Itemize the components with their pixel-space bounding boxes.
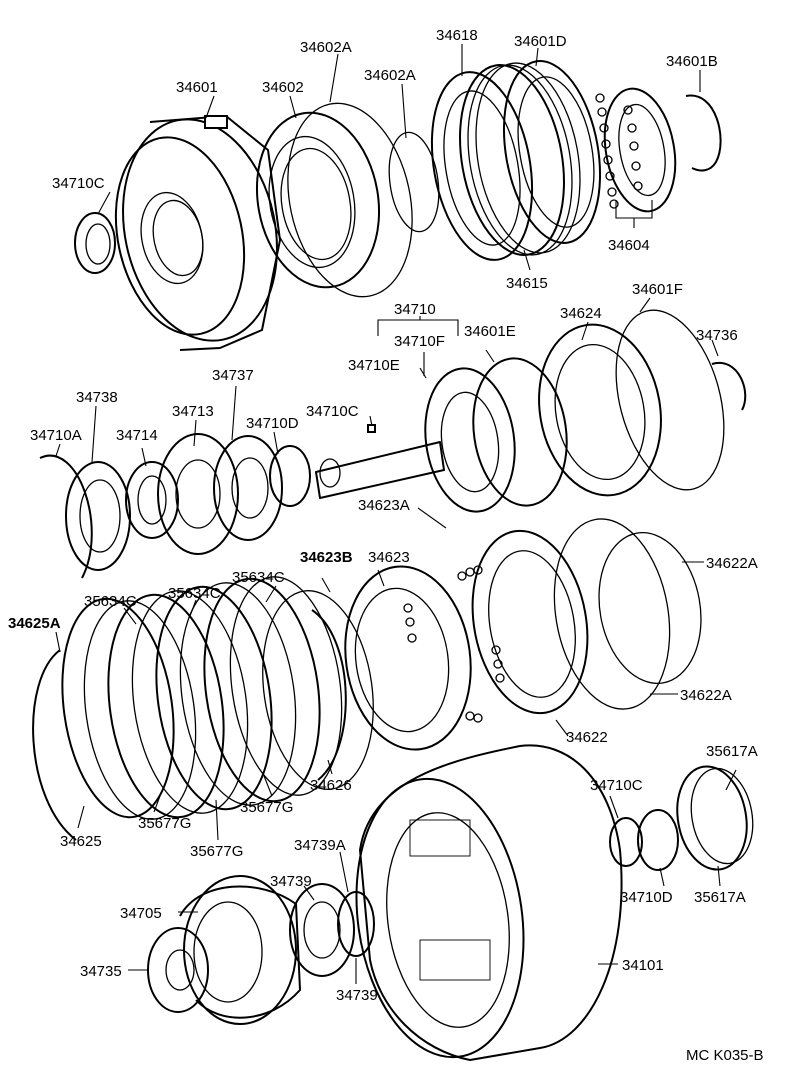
part-34710d-bearing <box>269 445 311 507</box>
part-34626-plate <box>262 590 374 790</box>
part-34710c-seal-case <box>609 817 643 867</box>
part-34623-piston <box>344 565 472 751</box>
label-34710c-lower: 34710C <box>590 777 643 794</box>
label-34737: 34737 <box>212 367 254 384</box>
part-34602a-oring-outer <box>287 102 413 298</box>
part-34736-clip <box>711 361 747 411</box>
label-34101: 34101 <box>622 957 664 974</box>
part-34601f-ring <box>615 309 725 491</box>
label-34710f: 34710F <box>394 333 445 350</box>
part-34622a-oring-inner <box>553 518 671 710</box>
part-34101-transmission-case <box>355 744 623 1061</box>
part-34604-spring-retainer <box>595 87 677 213</box>
label-34710d-mid: 34710D <box>246 415 299 432</box>
label-34713: 34713 <box>172 403 214 420</box>
part-34602-piston <box>255 111 381 289</box>
label-34601b: 34601B <box>666 53 718 70</box>
part-35617a-ring-outer <box>676 765 748 871</box>
part-34735-washer <box>147 927 209 1013</box>
label-34622: 34622 <box>566 729 608 746</box>
part-34739a-race <box>337 891 375 957</box>
part-34601-drum <box>114 115 281 351</box>
part-34601b-snap-ring <box>685 94 722 172</box>
label-34625: 34625 <box>60 833 102 850</box>
label-35677g-b: 35677G <box>138 815 191 832</box>
label-34710d-lower: 34710D <box>620 889 673 906</box>
label-34623a: 34623A <box>358 497 410 514</box>
label-34739a: 34739A <box>294 837 346 854</box>
label-34601f: 34601F <box>632 281 683 298</box>
part-34624-drum <box>538 323 662 497</box>
part-34710c-seal <box>74 212 116 274</box>
label-34623b: 34623B <box>300 549 353 566</box>
label-34626: 34626 <box>310 777 352 794</box>
leader-lines <box>55 44 737 984</box>
part-34602a-oring-inner <box>388 131 440 233</box>
label-34623: 34623 <box>368 549 410 566</box>
label-34625a: 34625A <box>8 615 61 632</box>
part-34622a-oring-outer <box>598 532 702 684</box>
label-34622a-upper: 34622A <box>706 555 758 572</box>
label-34714: 34714 <box>116 427 158 444</box>
label-34601d: 34601D <box>514 33 567 50</box>
label-35634c-c: 35634C <box>84 593 137 610</box>
part-35634c-clutch-pack <box>61 576 343 820</box>
label-34624: 34624 <box>560 305 602 322</box>
part-34625a-snap-ring <box>32 649 77 841</box>
part-34713-plate <box>157 433 239 555</box>
label-35634c-b: 35634C <box>168 585 221 602</box>
label-34604: 34604 <box>608 237 650 254</box>
part-35617a-ring-inner <box>690 767 754 865</box>
part-34737-hub <box>213 435 283 541</box>
label-34710c-top: 34710C <box>52 175 105 192</box>
label-35677g-c: 35677G <box>190 843 243 860</box>
label-35677g-a: 35677G <box>240 799 293 816</box>
label-34738: 34738 <box>76 389 118 406</box>
label-34736: 34736 <box>696 327 738 344</box>
part-labels: 34710C 34601 34602 34602A 34602A 34618 3… <box>8 27 764 1064</box>
label-34601e: 34601E <box>464 323 516 340</box>
part-34622-spring-assembly <box>403 529 589 723</box>
label-34622a-lower: 34622A <box>680 687 732 704</box>
label-34602a-mid: 34602A <box>364 67 416 84</box>
label-34710c-mid: 34710C <box>306 403 359 420</box>
label-34602a-top: 34602A <box>300 39 352 56</box>
label-34710a: 34710A <box>30 427 82 444</box>
label-35634c-a: 35634C <box>232 569 285 586</box>
part-34714-bearing <box>125 461 179 539</box>
label-34602: 34602 <box>262 79 304 96</box>
part-34739-bearing <box>289 883 355 977</box>
label-34710: 34710 <box>394 301 436 318</box>
part-34710-shaft-assembly <box>315 357 568 513</box>
label-34739-top: 34739 <box>270 873 312 890</box>
label-34601: 34601 <box>176 79 218 96</box>
label-34710e: 34710E <box>348 357 400 374</box>
label-34615: 34615 <box>506 275 548 292</box>
label-34618: 34618 <box>436 27 478 44</box>
label-35617a-lower: 35617A <box>694 889 746 906</box>
part-34601d-plate <box>502 60 602 244</box>
label-34735: 34735 <box>80 963 122 980</box>
part-34615-clutch-discs <box>459 62 581 256</box>
label-34705: 34705 <box>120 905 162 922</box>
part-34710d-bearing-case <box>637 809 679 871</box>
part-34738-sun-gear <box>65 461 131 571</box>
label-34739-bottom: 34739 <box>336 987 378 1004</box>
diagram-code: MC K035-B <box>686 1047 764 1064</box>
label-35617a-upper: 35617A <box>706 743 758 760</box>
